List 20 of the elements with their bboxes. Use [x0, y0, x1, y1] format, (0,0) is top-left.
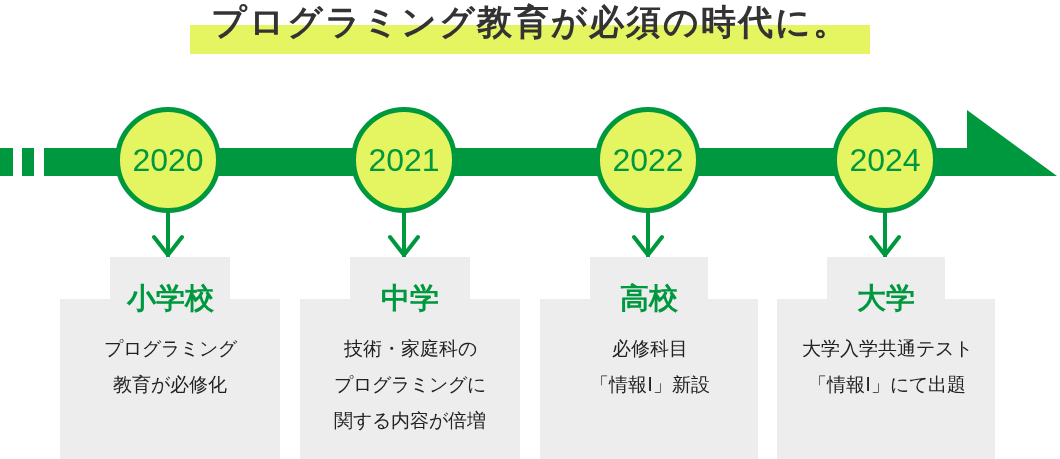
- arrow: [152, 211, 184, 259]
- card-text: 必修科目「情報Ⅰ」新設: [589, 336, 711, 397]
- card-text: プログラミング教育が必修化: [102, 336, 238, 397]
- info-card: [60, 257, 280, 459]
- card-text: 技術・家庭科のプログラミングに関する内容が倍増: [333, 336, 487, 433]
- year-label: 2024: [849, 142, 921, 178]
- arrow: [869, 211, 901, 259]
- info-card: [540, 257, 758, 459]
- card-heading: 高校: [620, 280, 678, 316]
- arrow: [632, 211, 664, 259]
- info-card: [777, 257, 995, 459]
- info-card: [300, 257, 520, 459]
- year-label: 2020: [132, 142, 204, 178]
- year-label: 2021: [368, 142, 440, 178]
- year-label: 2022: [612, 142, 684, 178]
- card-text: 大学入学共通テスト「情報Ⅰ」にて出題: [800, 336, 974, 397]
- arrow: [388, 211, 420, 259]
- card-heading: 大学: [857, 280, 915, 316]
- card-heading: 小学校: [126, 280, 214, 316]
- card-heading: 中学: [381, 280, 439, 316]
